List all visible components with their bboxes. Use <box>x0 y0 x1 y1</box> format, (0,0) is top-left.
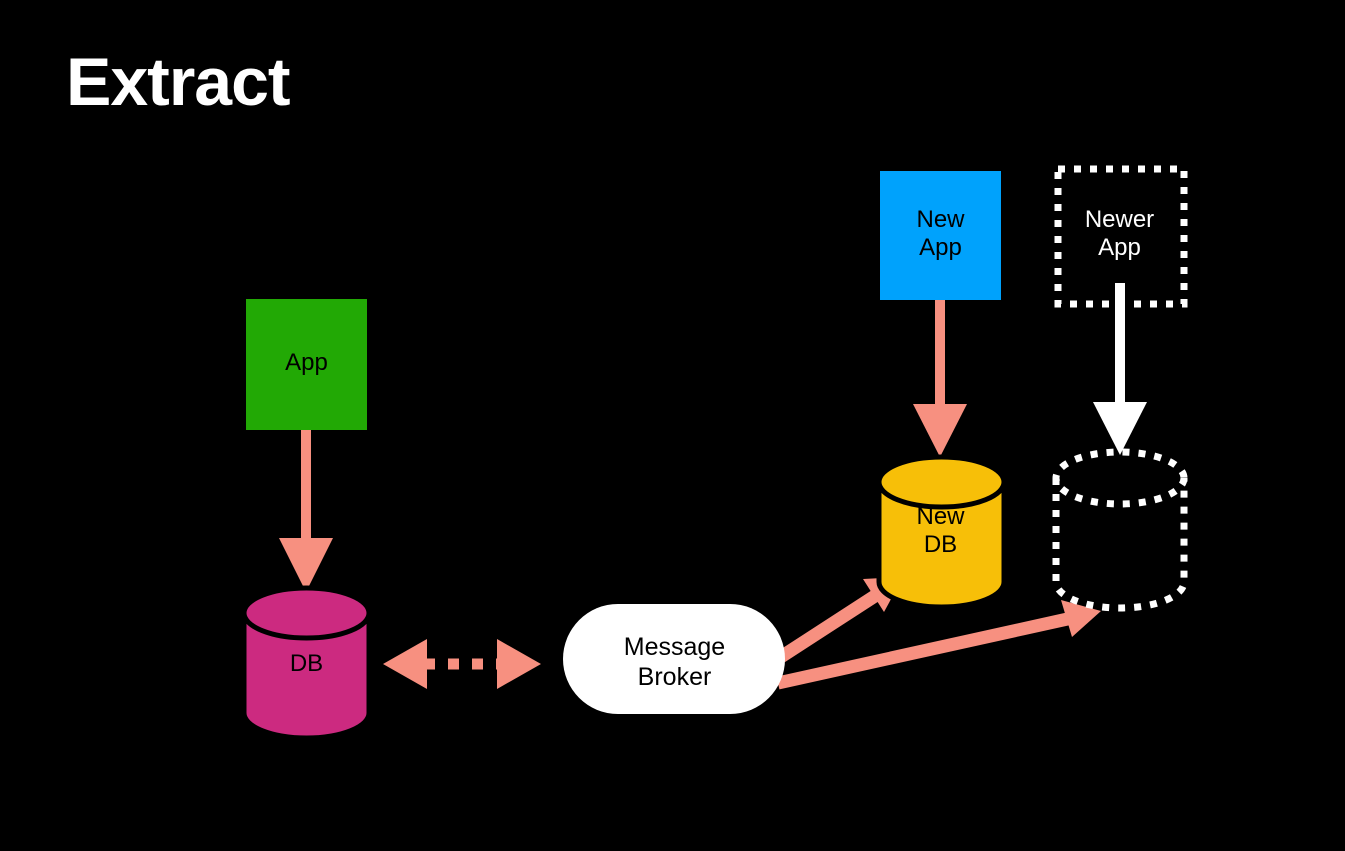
node-new-app[interactable] <box>880 171 1001 300</box>
node-app[interactable] <box>246 299 367 430</box>
node-message-broker[interactable] <box>563 604 785 714</box>
node-newer-db[interactable] <box>1052 448 1188 612</box>
node-new-db[interactable] <box>876 454 1007 610</box>
edge-message-broker-to-newer-db <box>776 600 1101 690</box>
edge-db-to-message-broker <box>383 639 541 689</box>
node-db[interactable] <box>241 585 372 741</box>
edge-app-to-db <box>279 412 333 592</box>
edge-new-app-to-new-db <box>913 286 967 457</box>
page-title: Extract <box>66 44 291 120</box>
edge-newer-app-to-newer-db <box>1093 283 1147 455</box>
node-newer-app[interactable] <box>1054 165 1188 308</box>
